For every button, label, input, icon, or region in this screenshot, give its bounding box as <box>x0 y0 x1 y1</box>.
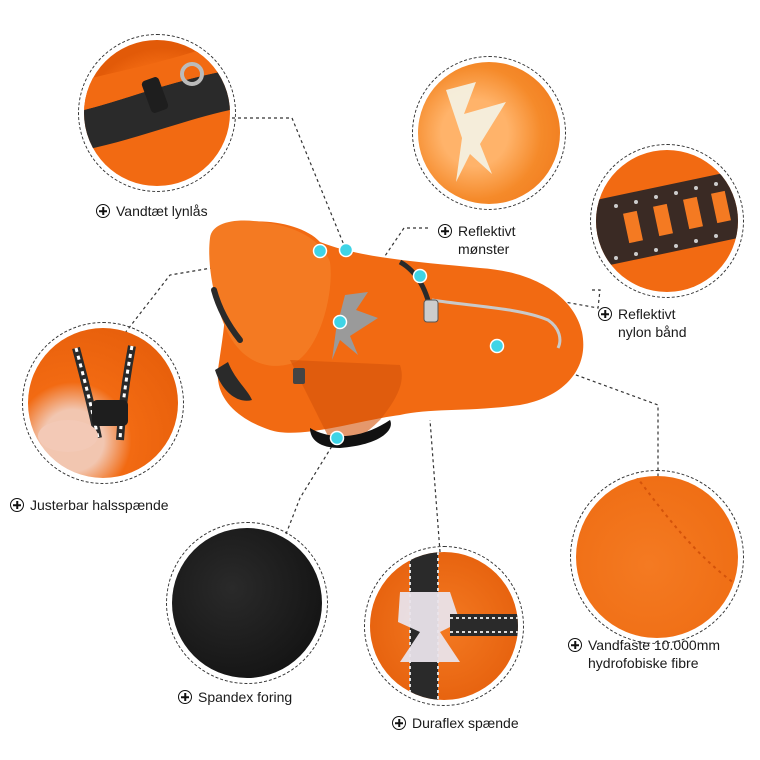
hotspot-neck[interactable] <box>312 243 328 259</box>
reflective-band-detail-ring <box>590 144 744 298</box>
plus-circle-icon <box>96 204 110 218</box>
label-waterproof-fibre-line1: Vandfaste 10.000mm <box>588 637 721 653</box>
label-neck-buckle-text: Justerbar halsspænde <box>30 497 169 513</box>
label-reflective-band: Reflektivt nylon bånd <box>598 305 687 341</box>
label-duraflex: Duraflex spænde <box>392 714 519 732</box>
label-waterproof-fibre: Vandfaste 10.000mm hydrofobiske fibre <box>568 636 720 672</box>
label-reflective-pattern-line2: mønster <box>458 241 510 257</box>
label-zipper-text: Vandtæt lynlås <box>116 203 208 219</box>
hotspot-fibre[interactable] <box>489 338 505 354</box>
hotspot-lining[interactable] <box>329 430 345 446</box>
label-reflective-band-line1: Reflektivt <box>618 306 676 322</box>
label-duraflex-text: Duraflex spænde <box>412 715 519 731</box>
plus-circle-icon <box>598 307 612 321</box>
hood-black-trim <box>211 287 243 343</box>
plus-circle-icon <box>568 638 582 652</box>
label-reflective-pattern-line1: Reflektivt <box>458 223 516 239</box>
spandex-detail-ring <box>166 522 328 684</box>
harness-buckle <box>423 299 439 323</box>
reflective-pattern-detail-ring <box>412 56 566 210</box>
waterproof-fibre-detail-ring <box>570 470 744 644</box>
plus-circle-icon <box>438 224 452 238</box>
reflective-stripe <box>431 298 562 349</box>
plus-circle-icon <box>392 716 406 730</box>
zipper-detail-ring <box>78 34 236 192</box>
label-reflective-band-line2: nylon bånd <box>618 324 687 340</box>
neck-buckle-detail-ring <box>22 322 184 484</box>
hotspot-zipper[interactable] <box>338 242 354 258</box>
label-waterproof-fibre-line2: hydrofobiske fibre <box>588 655 699 671</box>
plus-circle-icon <box>10 498 24 512</box>
belly-lining <box>310 420 391 448</box>
chest-panel <box>290 360 402 444</box>
plus-circle-icon <box>178 690 192 704</box>
label-spandex-text: Spandex foring <box>198 689 293 705</box>
label-neck-buckle: Justerbar halsspænde <box>10 496 169 514</box>
coat-hood <box>209 220 331 366</box>
reflective-logo <box>332 292 378 360</box>
hotspot-band[interactable] <box>412 268 428 284</box>
label-spandex: Spandex foring <box>178 688 292 706</box>
hotspot-pattern[interactable] <box>332 314 348 330</box>
label-reflective-pattern: Reflektivt mønster <box>438 222 516 258</box>
leg-opening <box>215 362 252 401</box>
coat-label-patch <box>293 368 305 384</box>
label-zipper: Vandtæt lynlås <box>96 202 208 220</box>
duraflex-detail-ring <box>364 546 524 706</box>
